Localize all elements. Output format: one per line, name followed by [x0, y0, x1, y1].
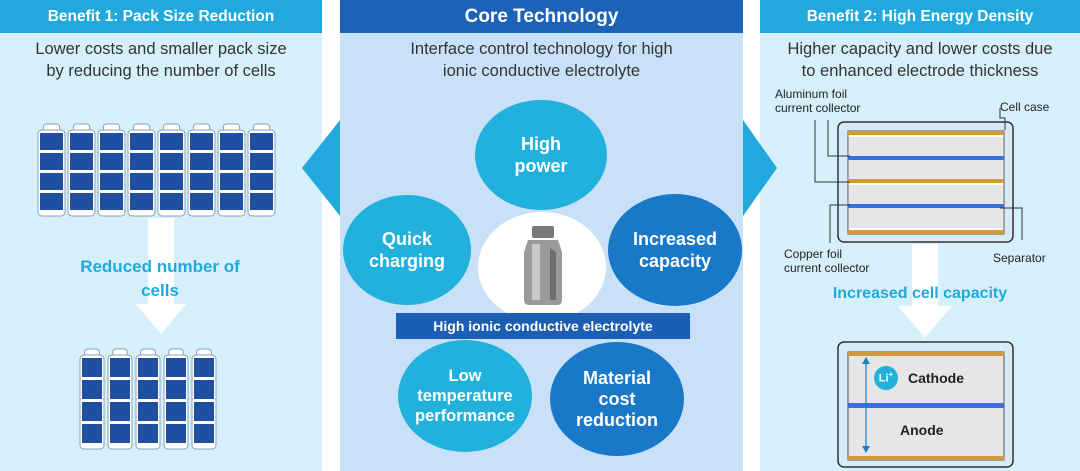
battery-segment [100, 133, 123, 150]
battery-segment [100, 193, 123, 210]
battery-segment [40, 133, 63, 150]
core-description: Interface control technology for high io… [410, 40, 673, 80]
battery-segment [160, 193, 183, 210]
battery-segment [190, 153, 213, 170]
battery-segment [130, 153, 153, 170]
battery-segment [110, 424, 130, 443]
battery-segment [82, 424, 102, 443]
battery-segment [130, 193, 153, 210]
anode-label: Anode [900, 422, 944, 438]
battery-segment [220, 153, 243, 170]
electrolyte-band: High ionic conductive electrolyte [396, 313, 690, 339]
copper-label: Copper foil current collector [784, 247, 870, 275]
thick-electrode-cell-icon [837, 341, 1014, 468]
battery-segment [70, 153, 93, 170]
battery-segment [40, 193, 63, 210]
battery-segment [40, 153, 63, 170]
battery-segment [130, 133, 153, 150]
core-title: Core Technology [340, 0, 743, 33]
battery-segment [220, 193, 243, 210]
arrow-right-icon [743, 120, 777, 216]
aluminum-label: Aluminum foil current collector [775, 87, 861, 115]
battery-segment [130, 173, 153, 190]
battery-segment [166, 380, 186, 399]
battery-segment [138, 402, 158, 421]
battery-segment [194, 380, 214, 399]
battery-segment [190, 133, 213, 150]
battery-segment [220, 173, 243, 190]
benefit1-panel: Benefit 1: Pack Size Reduction Lower cos… [0, 0, 322, 471]
battery-segment [40, 173, 63, 190]
battery-segment [220, 133, 243, 150]
battery-segment [160, 173, 183, 190]
increased-capacity-label: Increased cell capacity [832, 285, 1008, 302]
battery-segment [190, 173, 213, 190]
battery-segment [160, 133, 183, 150]
battery-segment [250, 153, 273, 170]
battery-segment [110, 380, 130, 399]
battery-segment [166, 402, 186, 421]
arrow-left-icon [302, 120, 340, 216]
battery-segment [166, 424, 186, 443]
reduced-cells-label: Reduced number of cells [80, 257, 240, 300]
battery-segment [250, 133, 273, 150]
benefit1-title: Benefit 1: Pack Size Reduction [0, 0, 322, 33]
battery-segment [194, 358, 214, 377]
battery-segment [250, 173, 273, 190]
cathode-label: Cathode [908, 370, 964, 386]
large-battery-pack-icon [37, 123, 276, 217]
benefit2-title: Benefit 2: High Energy Density [760, 0, 1080, 33]
battery-segment [82, 358, 102, 377]
battery-segment [110, 358, 130, 377]
battery-segment [250, 193, 273, 210]
battery-segment [190, 193, 213, 210]
battery-segment [82, 380, 102, 399]
capacity-arrow-icon [898, 244, 952, 338]
battery-segment [138, 424, 158, 443]
battery-segment [194, 424, 214, 443]
small-battery-pack-icon [79, 348, 217, 450]
battery-segment [194, 402, 214, 421]
battery-segment [100, 153, 123, 170]
cell-case-label: Cell case [1000, 100, 1050, 114]
callout-lines [814, 108, 1023, 243]
battery-segment [70, 133, 93, 150]
battery-segment [110, 402, 130, 421]
benefit1-description: Lower costs and smaller pack size by red… [35, 40, 287, 80]
battery-segment [100, 173, 123, 190]
benefit2-description: Higher capacity and lower costs due to e… [787, 40, 1053, 80]
reduction-arrow-icon [136, 218, 186, 334]
battery-segment [70, 173, 93, 190]
lithium-ion-icon: Li+ [878, 370, 894, 385]
battery-segment [82, 402, 102, 421]
battery-segment [138, 358, 158, 377]
battery-segment [70, 193, 93, 210]
battery-segment [166, 358, 186, 377]
battery-segment [138, 380, 158, 399]
battery-segment [160, 153, 183, 170]
separator-label: Separator [993, 251, 1046, 265]
